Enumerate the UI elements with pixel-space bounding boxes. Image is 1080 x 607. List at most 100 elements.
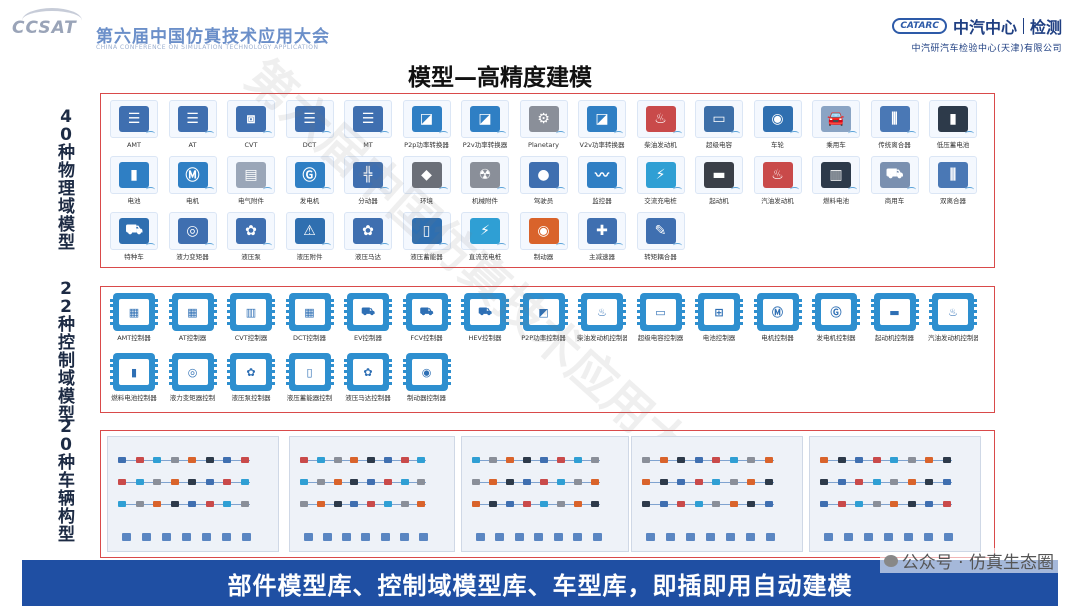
physical-model-tile[interactable]: ▤电气附件 bbox=[226, 156, 276, 205]
physical-model-tile[interactable]: 🚘乘用车 bbox=[811, 100, 861, 149]
physical-model-tile[interactable]: ⚡交流充电桩 bbox=[636, 156, 686, 205]
fuel-cell-icon: ▥ bbox=[821, 162, 851, 188]
control-model-tile[interactable]: ▦AT控制器 bbox=[168, 293, 218, 342]
physical-model-tile[interactable]: ♨汽油发动机 bbox=[753, 156, 803, 205]
physical-model-tile[interactable]: ╬分动器 bbox=[343, 156, 393, 205]
control-model-tile[interactable]: ✿液压泵控制器 bbox=[226, 353, 276, 402]
control-model-tile[interactable]: ▦AMT控制器 bbox=[109, 293, 159, 342]
signal-icon bbox=[731, 187, 740, 192]
torque-coupler-icon: ✎ bbox=[645, 218, 676, 244]
controller-label: 汽油发动机控制器 bbox=[928, 334, 978, 342]
physical-model-tile[interactable]: ☰DCT bbox=[285, 100, 335, 149]
physical-model-tile[interactable]: ⛟商用车 bbox=[870, 156, 920, 205]
vehicle-config-thumbnail[interactable] bbox=[107, 436, 279, 552]
block-node bbox=[574, 479, 582, 485]
controller-label: 起动机控制器 bbox=[875, 334, 914, 342]
vehicle-config-thumbnail[interactable] bbox=[289, 436, 455, 552]
gearbox-icon: ☰ bbox=[353, 106, 383, 132]
control-model-tile[interactable]: ▥CVT控制器 bbox=[226, 293, 276, 342]
connection-line bbox=[644, 482, 774, 483]
control-model-tile[interactable]: ▬起动机控制器 bbox=[870, 293, 920, 342]
vehicle-config-thumbnail[interactable] bbox=[809, 436, 981, 552]
control-model-tile[interactable]: ◉制动器控制器 bbox=[402, 353, 452, 402]
controller-chip-icon: ✿ bbox=[227, 353, 275, 391]
physical-model-tile[interactable]: ☰MT bbox=[343, 100, 393, 149]
vehicle-config-thumbnail[interactable] bbox=[461, 436, 629, 552]
block-node bbox=[837, 457, 846, 463]
model-icon-box: 〰 bbox=[578, 156, 626, 194]
control-model-tile[interactable]: ◩P2P功率控制器 bbox=[519, 293, 569, 342]
signal-icon bbox=[146, 243, 155, 248]
block-node bbox=[333, 479, 342, 485]
block-node bbox=[764, 479, 773, 485]
physical-model-tile[interactable]: ⛟特种车 bbox=[109, 212, 159, 261]
physical-model-tile[interactable]: ▯液压蓄能器 bbox=[402, 212, 452, 261]
control-model-tile[interactable]: ◎液力变矩器控制 bbox=[168, 353, 218, 402]
connection-line bbox=[644, 504, 774, 505]
physical-model-tile[interactable]: ⚠液压附件 bbox=[285, 212, 335, 261]
physical-model-tile[interactable]: ⫼双离合器 bbox=[928, 156, 978, 205]
physical-model-tile[interactable]: ●驾驶员 bbox=[519, 156, 569, 205]
physical-model-tile[interactable]: ▮低压蓄电池 bbox=[928, 100, 978, 149]
control-model-tile[interactable]: ⛟EV控制器 bbox=[343, 293, 393, 342]
physical-model-tile[interactable]: ◉制动器 bbox=[519, 212, 569, 261]
physical-model-tile[interactable]: ◪P2v功率转换器 bbox=[460, 100, 510, 149]
physical-model-tile[interactable]: ⚙Planetary bbox=[519, 100, 569, 149]
control-model-tile[interactable]: ▭超级电容控制器 bbox=[636, 293, 686, 342]
physical-model-tile[interactable]: ▬起动机 bbox=[694, 156, 744, 205]
generator-icon: Ⓖ bbox=[294, 162, 325, 188]
physical-model-tile[interactable]: ☰AMT bbox=[109, 100, 159, 149]
control-model-tile[interactable]: ▮燃料电池控制器 bbox=[109, 353, 159, 402]
physical-model-tile[interactable]: ☢机械附件 bbox=[460, 156, 510, 205]
model-icon-box: ✿ bbox=[344, 212, 392, 250]
block-node bbox=[400, 501, 409, 507]
engine-icon: ♨ bbox=[762, 162, 793, 188]
control-model-tile[interactable]: ▦DCT控制器 bbox=[285, 293, 335, 342]
physical-model-tile[interactable]: ✚主减速器 bbox=[577, 212, 627, 261]
controller-glyph: Ⓖ bbox=[821, 299, 851, 325]
model-icon-box: ▥ bbox=[812, 156, 860, 194]
physical-model-tile[interactable]: ◪V2v功率转换器 bbox=[577, 100, 627, 149]
physical-model-tile[interactable]: 〰监控器 bbox=[577, 156, 627, 205]
physical-model-tile[interactable]: ◆环境 bbox=[402, 156, 452, 205]
battery-icon: ▮ bbox=[119, 162, 149, 188]
block-node bbox=[223, 501, 231, 507]
physical-model-tile[interactable]: ▭超级电容 bbox=[694, 100, 744, 149]
bottom-block-node bbox=[592, 533, 602, 541]
physical-model-tile[interactable]: ♨柴油发动机 bbox=[636, 100, 686, 149]
physical-model-tile[interactable]: ◪P2p功率转换器 bbox=[402, 100, 452, 149]
controller-chip-icon: ▦ bbox=[168, 293, 217, 331]
signal-icon bbox=[672, 131, 682, 136]
control-model-tile[interactable]: ▯液压蓄能器控制 bbox=[285, 353, 335, 402]
control-model-tile[interactable]: ♨汽油发动机控制器 bbox=[928, 293, 978, 342]
block-node bbox=[942, 479, 951, 485]
vehicle-config-thumbnail[interactable] bbox=[631, 436, 803, 552]
control-model-tile[interactable]: ⛟FCV控制器 bbox=[402, 293, 452, 342]
model-label: 主减速器 bbox=[589, 253, 615, 261]
physical-model-tile[interactable]: ▥燃料电池 bbox=[811, 156, 861, 205]
signal-icon bbox=[380, 131, 389, 136]
physical-model-tile[interactable]: ◉车轮 bbox=[753, 100, 803, 149]
physical-model-tile[interactable]: ☰AT bbox=[168, 100, 218, 149]
control-model-tile[interactable]: ⊞电池控制器 bbox=[694, 293, 744, 342]
physical-model-tile[interactable]: ▮电池 bbox=[109, 156, 159, 205]
control-model-tile[interactable]: ♨柴油发动机控制器 bbox=[577, 293, 627, 342]
physical-model-tile[interactable]: ⚡直流充电桩 bbox=[460, 212, 510, 261]
signal-icon bbox=[555, 187, 565, 192]
control-model-tile[interactable]: ✿液压马达控制器 bbox=[343, 353, 393, 402]
logo-swoosh-icon bbox=[22, 8, 82, 33]
physical-model-tile[interactable]: ◎液力变矩器 bbox=[168, 212, 218, 261]
controller-chip-icon: ▦ bbox=[110, 293, 158, 331]
controller-chip-icon: Ⓜ bbox=[753, 293, 802, 331]
physical-model-tile[interactable]: ✿液压泵 bbox=[226, 212, 276, 261]
control-model-tile[interactable]: ⛟HEV控制器 bbox=[460, 293, 510, 342]
physical-model-tile[interactable]: ⧈CVT bbox=[226, 100, 276, 149]
controller-chip-icon: ◩ bbox=[519, 293, 568, 331]
physical-model-tile[interactable]: ⫼传统离合器 bbox=[870, 100, 920, 149]
physical-model-tile[interactable]: ✿液压马达 bbox=[343, 212, 393, 261]
physical-model-tile[interactable]: ✎转矩耦合器 bbox=[636, 212, 686, 261]
